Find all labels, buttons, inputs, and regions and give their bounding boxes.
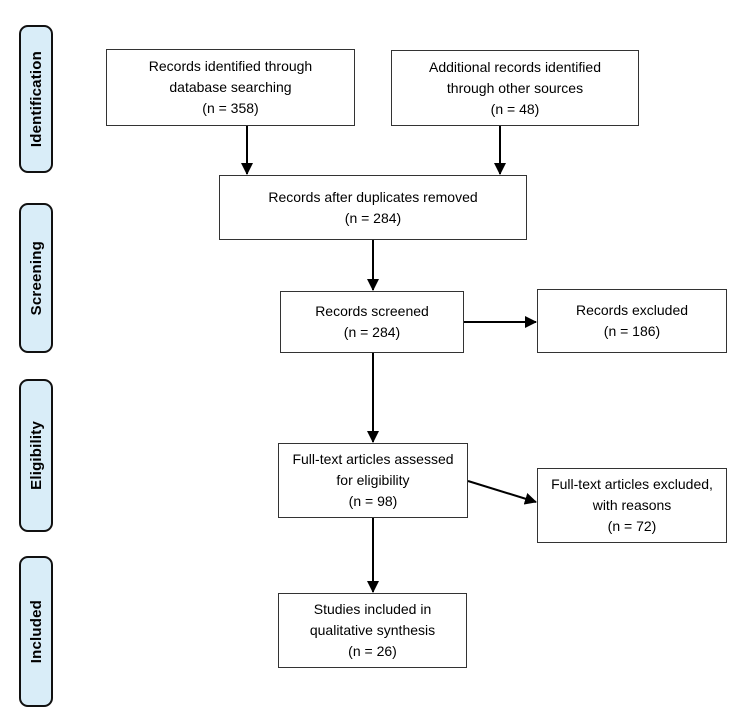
box-text-line: Additional records identified [429, 58, 601, 75]
box-count: (n = 358) [202, 100, 259, 116]
stage-label: Screening [27, 240, 45, 316]
box-full-text-articles-excluded: Full-text articles excluded, with reason… [537, 468, 727, 543]
stage-label: Identification [27, 50, 45, 148]
box-studies-included-qualitative-synthesis: Studies included in qualitative synthesi… [278, 593, 467, 668]
box-text-line: through other sources [446, 79, 584, 96]
box-records-after-duplicates-removed: Records after duplicates removed (n = 28… [219, 175, 527, 240]
box-count: (n = 284) [343, 324, 401, 340]
stage-included: Included [19, 556, 53, 707]
stage-screening: Screening [19, 203, 53, 353]
box-text-line: Records excluded [575, 302, 689, 318]
box-text-line: database searching [169, 79, 292, 95]
stage-eligibility: Eligibility [19, 379, 53, 532]
box-text-line: Full-text articles assessed [292, 451, 454, 467]
box-count: (n = 284) [344, 209, 402, 226]
box-text-line: Records after duplicates removed [268, 188, 478, 205]
box-count: (n = 26) [348, 643, 397, 659]
stage-label: Included [27, 599, 45, 664]
box-additional-records-other-sources: Additional records identified through ot… [391, 50, 639, 126]
box-text-line: Records screened [315, 303, 429, 319]
box-text-line: qualitative synthesis [309, 622, 436, 638]
box-text-line: for eligibility [336, 472, 410, 488]
box-records-excluded: Records excluded (n = 186) [537, 289, 727, 353]
box-text-line: with reasons [592, 497, 672, 513]
box-records-identified-database: Records identified through database sear… [106, 49, 355, 126]
box-full-text-articles-assessed: Full-text articles assessed for eligibil… [278, 443, 468, 518]
box-count: (n = 72) [607, 518, 657, 534]
box-count: (n = 48) [490, 100, 540, 117]
stage-label: Eligibility [27, 421, 45, 490]
box-text-line: Records identified through [148, 58, 313, 74]
box-count: (n = 98) [348, 493, 398, 509]
box-records-screened: Records screened (n = 284) [280, 291, 464, 353]
box-count: (n = 186) [603, 323, 661, 339]
arrow-fulltext-to-fulltext-excluded [467, 480, 537, 505]
box-text-line: Full-text articles excluded, [551, 476, 713, 492]
stage-identification: Identification [19, 25, 53, 173]
box-text-line: Studies included in [313, 601, 432, 617]
